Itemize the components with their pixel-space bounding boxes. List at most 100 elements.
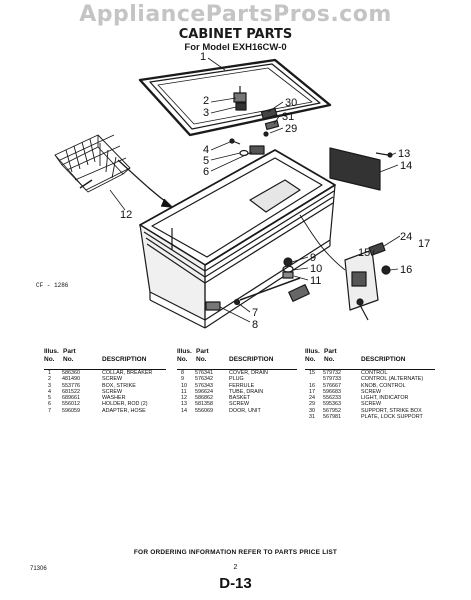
illus-number: 14: [181, 407, 187, 414]
part-description: LIGHT, INDICATOR: [361, 395, 409, 402]
callout-13: 13: [398, 148, 410, 160]
illus-number: 2: [48, 376, 51, 383]
illus-number: 3: [48, 382, 51, 389]
part-number: 576667: [323, 382, 341, 389]
part-number: 596683: [323, 388, 341, 395]
hdr-no-2: No.: [324, 356, 335, 363]
illus-number: 30: [309, 407, 315, 414]
part-description: PLUG: [229, 376, 244, 383]
callout-1: 1: [200, 51, 206, 63]
parts-row: 3 553776 BOX, STRIKE: [44, 383, 169, 389]
hinge-hardware-drawing: [229, 138, 265, 157]
parts-row: 14 556069 DOOR, UNIT: [177, 408, 299, 414]
part-number: 586360: [62, 370, 80, 376]
illus-number: 11: [181, 388, 187, 395]
part-number: 581358: [195, 401, 213, 408]
hdr-no-1: No.: [44, 356, 55, 363]
part-description: DOOR, UNIT: [229, 407, 261, 414]
page-subtitle: For Model EXH16CW-0: [184, 42, 287, 53]
callout-17: 17: [418, 238, 430, 250]
freezer-cabinet-drawing: [139, 149, 336, 329]
callout-7: 7: [252, 307, 258, 319]
part-description: BOX, STRIKE: [102, 382, 136, 389]
document-code: 71306: [30, 566, 47, 572]
part-description: PLATE, LOCK SUPPORT: [361, 414, 423, 421]
hdr-part: Part: [196, 348, 209, 355]
illus-number: 10: [181, 382, 187, 389]
part-number: 553776: [62, 382, 80, 389]
exploded-parts-diagram: 1 2 3 30 31 29 4 5 6 12 13 14 24 17 15 1…: [54, 51, 430, 331]
callout-14: 14: [400, 160, 412, 172]
part-description: FERRULE: [229, 382, 255, 389]
hdr-part: Part: [324, 348, 337, 355]
illus-number: 16: [309, 382, 315, 389]
callout-24: 24: [400, 231, 412, 243]
callout-6: 6: [203, 166, 209, 178]
illus-number: 12: [181, 395, 187, 402]
callout-4: 4: [203, 144, 209, 156]
basket-drawing: [54, 134, 131, 193]
part-number: 576342: [195, 376, 213, 383]
callout-3: 3: [203, 107, 209, 119]
drain-assembly-drawing: [205, 257, 310, 311]
part-description: BASKET: [229, 395, 251, 402]
hdr-description: DESCRIPTION: [102, 356, 147, 363]
part-description: TUBE, DRAIN: [229, 388, 264, 395]
hdr-illus: Illus.: [44, 348, 59, 355]
part-number: 681522: [62, 388, 80, 395]
page-number: 2: [233, 564, 238, 571]
part-number: 579733: [323, 376, 341, 383]
leader-lines: [109, 57, 401, 323]
part-description: KNOB, CONTROL: [361, 382, 406, 389]
part-description: HOLDER, ROD (2): [102, 401, 148, 408]
callout-12: 12: [120, 209, 132, 221]
illus-number: 13: [181, 401, 187, 408]
part-description: CONTROL (ALTERNATE): [361, 376, 424, 383]
part-number: 586862: [195, 395, 213, 402]
hdr-illus: Illus.: [177, 348, 192, 355]
part-description: SCREW: [361, 388, 382, 395]
illus-number: 29: [309, 401, 315, 408]
part-description: SCREW: [102, 376, 123, 383]
callout-2: 2: [203, 95, 209, 107]
control-assembly-drawing: [344, 242, 391, 321]
illus-number: 6: [48, 401, 51, 408]
part-number: 556233: [323, 395, 341, 402]
part-number: 689661: [62, 395, 80, 402]
hdr-no-1: No.: [177, 356, 188, 363]
illus-number: 8: [181, 370, 184, 376]
parts-row: 16 576667 KNOB, CONTROL: [305, 383, 440, 389]
callout-31: 31: [282, 111, 294, 123]
part-number: 567952: [323, 407, 341, 414]
diagram-code: CF - 1286: [36, 282, 69, 289]
part-description: ADAPTER, HOSE: [102, 407, 146, 414]
part-description: SCREW: [102, 388, 123, 395]
hdr-no-2: No.: [63, 356, 74, 363]
callout-16: 16: [400, 264, 412, 276]
illus-number: 5: [48, 395, 51, 402]
part-number: 576343: [195, 382, 213, 389]
illus-number: 7: [48, 407, 51, 414]
part-number: 556069: [195, 407, 213, 414]
lid-gasket-drawing: [138, 58, 332, 137]
hdr-part: Part: [63, 348, 76, 355]
callout-11: 11: [310, 275, 321, 287]
part-number: 576341: [195, 370, 213, 376]
part-description: COLLAR, BREAKER: [102, 370, 153, 376]
callout-5: 5: [203, 155, 209, 167]
part-number: 595363: [323, 401, 341, 408]
strike-box-drawing: [233, 86, 280, 137]
